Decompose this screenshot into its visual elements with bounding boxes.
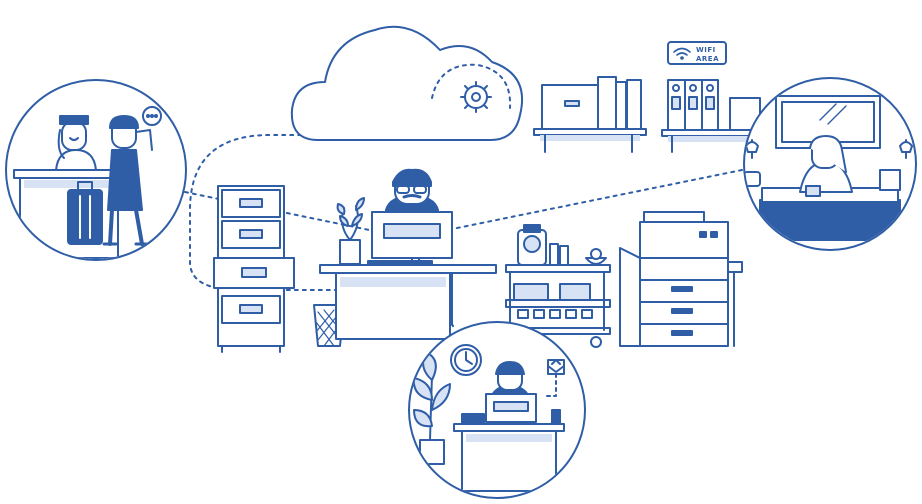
wifi-sign-line1: WIFI bbox=[696, 46, 716, 54]
reception-vignette bbox=[5, 79, 187, 261]
gear-icon bbox=[460, 81, 492, 113]
keyboard bbox=[367, 260, 433, 266]
hotel-connection-line bbox=[407, 169, 743, 239]
hotel-room-vignette bbox=[743, 77, 917, 251]
monstera-plant bbox=[412, 351, 451, 465]
fruit-bowl bbox=[585, 248, 607, 265]
potted-plant bbox=[336, 197, 365, 265]
speech-bubble-icon bbox=[142, 106, 162, 126]
wall-lamp-right-icon bbox=[899, 139, 913, 159]
wall-clock-icon bbox=[450, 344, 482, 376]
cloud-shape bbox=[290, 25, 524, 141]
coffee-machine bbox=[517, 224, 547, 266]
cloud-graphic bbox=[290, 25, 524, 141]
wifi-sign-line2: AREA bbox=[696, 55, 719, 63]
central-worker bbox=[367, 168, 453, 266]
coffee-cart bbox=[505, 224, 611, 348]
office-copier bbox=[619, 211, 743, 347]
wifi-area-sign: WIFI AREA bbox=[667, 41, 727, 65]
filing-cabinet bbox=[213, 185, 295, 353]
reception-connection-line bbox=[184, 191, 409, 239]
wifi-icon bbox=[673, 47, 691, 60]
wall-lamp-left-icon bbox=[745, 139, 759, 159]
central-desk bbox=[319, 264, 497, 340]
cups bbox=[517, 309, 593, 319]
suitcase bbox=[67, 189, 103, 245]
home-office-vignette bbox=[408, 321, 586, 499]
cloud-connection-line bbox=[189, 127, 509, 291]
cloud-inner-arc bbox=[431, 63, 512, 109]
bedside-phone bbox=[745, 171, 761, 187]
top-shelf-left bbox=[533, 76, 647, 153]
mail-envelope-icon bbox=[547, 359, 565, 375]
